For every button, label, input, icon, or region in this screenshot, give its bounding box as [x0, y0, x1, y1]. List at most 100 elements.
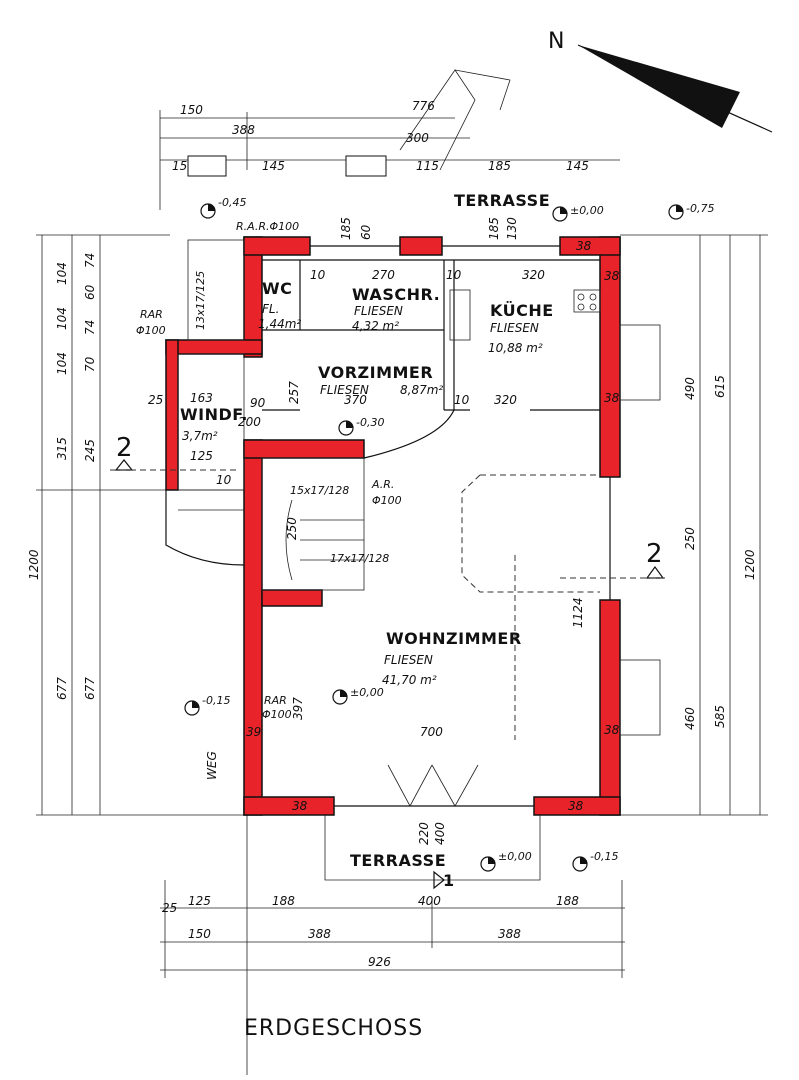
dim-bottom-400: 400	[418, 894, 441, 908]
wc-floor: FL.	[262, 302, 279, 316]
d1124: 1124	[571, 597, 585, 628]
windf-163: 163	[190, 391, 213, 405]
bottom-dimensions: 25 125 188 400 188 150 388 388 926	[160, 815, 625, 1075]
d185a: 185	[339, 217, 353, 240]
wasch-floor: FLIESEN	[354, 304, 403, 318]
north-arrow: N	[548, 29, 773, 133]
rar-low: RAR	[264, 694, 287, 707]
north-label: N	[548, 29, 565, 54]
dim-right-1200: 1200	[743, 549, 757, 580]
north-arrow-head	[578, 45, 740, 128]
plan-title: ERDGESCHOSS	[244, 1016, 423, 1041]
vorzimmer-floor: FLIESEN	[320, 383, 369, 397]
dim-left-104a: 104	[55, 262, 69, 285]
level-markers: -0,45 ±0,00 -0,75 -0,30 ±0,00 -0,15 ±0,0…	[184, 196, 714, 872]
d38b: 38	[604, 269, 620, 283]
terrace-bottom-label: TERRASSE	[350, 851, 446, 870]
d10d: 10	[216, 473, 232, 487]
dim-left-104c: 104	[55, 352, 69, 375]
ar-label: A.R.	[371, 478, 394, 491]
level-terr-a: ±0,00	[498, 850, 532, 863]
dim-bottom-25: 25	[162, 901, 177, 915]
windf-125: 125	[190, 449, 213, 463]
dim-right-585: 585	[713, 705, 727, 728]
dim-right-460: 460	[683, 707, 697, 730]
section-terrace: 1	[443, 871, 455, 890]
dim-bottom-388b: 388	[498, 927, 521, 941]
dim-top-300: 300	[406, 131, 429, 145]
dim-left-104b: 104	[55, 307, 69, 330]
d10b: 10	[446, 268, 462, 282]
d39: 39	[246, 725, 261, 739]
dim-left-677a: 677	[55, 677, 69, 700]
d10c: 10	[454, 393, 470, 407]
kueche-floor: FLIESEN	[490, 321, 539, 335]
level-top-left: -0,45	[218, 196, 246, 209]
kueche-area: 10,88 m²	[488, 341, 543, 355]
wasch-width: 270	[372, 268, 395, 282]
d397: 397	[291, 697, 305, 720]
d38f: 38	[568, 799, 584, 813]
wohnzimmer-area: 41,70 m²	[382, 673, 437, 687]
north-arrow-line	[577, 44, 773, 133]
stair-flight: 250	[285, 517, 299, 540]
dim-bottom-188b: 188	[556, 894, 579, 908]
level-vorz: -0,30	[356, 416, 384, 429]
wohnzimmer-floor: FLIESEN	[384, 653, 433, 667]
level-top-right: -0,75	[686, 202, 714, 215]
d38a: 38	[576, 239, 592, 253]
ar-label-d: Φ100	[372, 494, 402, 507]
windf-area: 3,7m²	[182, 429, 218, 443]
section-right: 2	[646, 539, 663, 569]
level-left-out: -0,15	[202, 694, 230, 707]
vorzimmer-width: 370	[344, 393, 367, 407]
windf-200: 200	[238, 415, 261, 429]
dim-left-677b: 677	[83, 677, 97, 700]
wasch-area: 4,32 m²	[352, 319, 399, 333]
dim-right-250: 250	[683, 527, 697, 550]
vorzimmer-label: VORZIMMER	[318, 363, 433, 382]
dim-left-245: 245	[83, 439, 97, 462]
dim-bottom-150: 150	[188, 927, 211, 941]
level-top-mid: ±0,00	[570, 204, 604, 217]
dim-left-74a: 74	[83, 253, 97, 268]
section-left: 2	[116, 433, 133, 463]
d38d: 38	[604, 723, 620, 737]
level-terr-b: -0,15	[590, 850, 618, 863]
d185b: 185	[487, 217, 501, 240]
dim-right-615: 615	[713, 375, 727, 398]
dim-left-70: 70	[83, 356, 97, 372]
annotations: R.A.R.Φ100 RAR Φ100 A.R. Φ100 RAR Φ100 W…	[136, 217, 620, 845]
rar-left: RAR	[140, 308, 163, 321]
dim-top-776: 776	[412, 99, 435, 113]
d257: 257	[287, 381, 301, 404]
dim-bottom-926: 926	[368, 955, 391, 969]
dim-bottom-188a: 188	[272, 894, 295, 908]
kueche-label: KÜCHE	[490, 301, 554, 320]
interior	[165, 239, 661, 881]
windf-90: 90	[250, 396, 266, 410]
dim-bottom-388a: 388	[308, 927, 331, 941]
wc-label: WC	[262, 279, 292, 298]
dim-top-145a: 145	[262, 159, 285, 173]
rar-top: R.A.R.Φ100	[236, 220, 299, 233]
dim-top-388: 388	[232, 123, 255, 137]
weg-label: WEG	[205, 751, 219, 780]
dim-top-145b: 145	[566, 159, 589, 173]
vorzimmer-area: 8,87m²	[400, 383, 443, 397]
wohnzimmer-width: 700	[420, 725, 443, 739]
windf-label: WINDF.	[180, 405, 248, 424]
wohnzimmer-label: WOHNZIMMER	[386, 629, 522, 648]
left-dimensions: 1200 104 104 74 60 74 104 70 315 245 677…	[27, 234, 250, 816]
rar-low-d: Φ100	[262, 708, 292, 721]
d130: 130	[505, 217, 519, 240]
dim-left-1200: 1200	[27, 549, 41, 580]
top-dimensions: 150 776 388 300 150 145 115 185 145	[159, 69, 620, 210]
d400v: 400	[433, 822, 447, 845]
right-dimensions: 490 250 460 615 1200 585	[620, 234, 768, 816]
dim-left-74b: 74	[83, 320, 97, 335]
dim-left-315: 315	[55, 437, 69, 460]
level-wohn: ±0,00	[350, 686, 384, 699]
kueche-width: 320	[522, 268, 545, 282]
